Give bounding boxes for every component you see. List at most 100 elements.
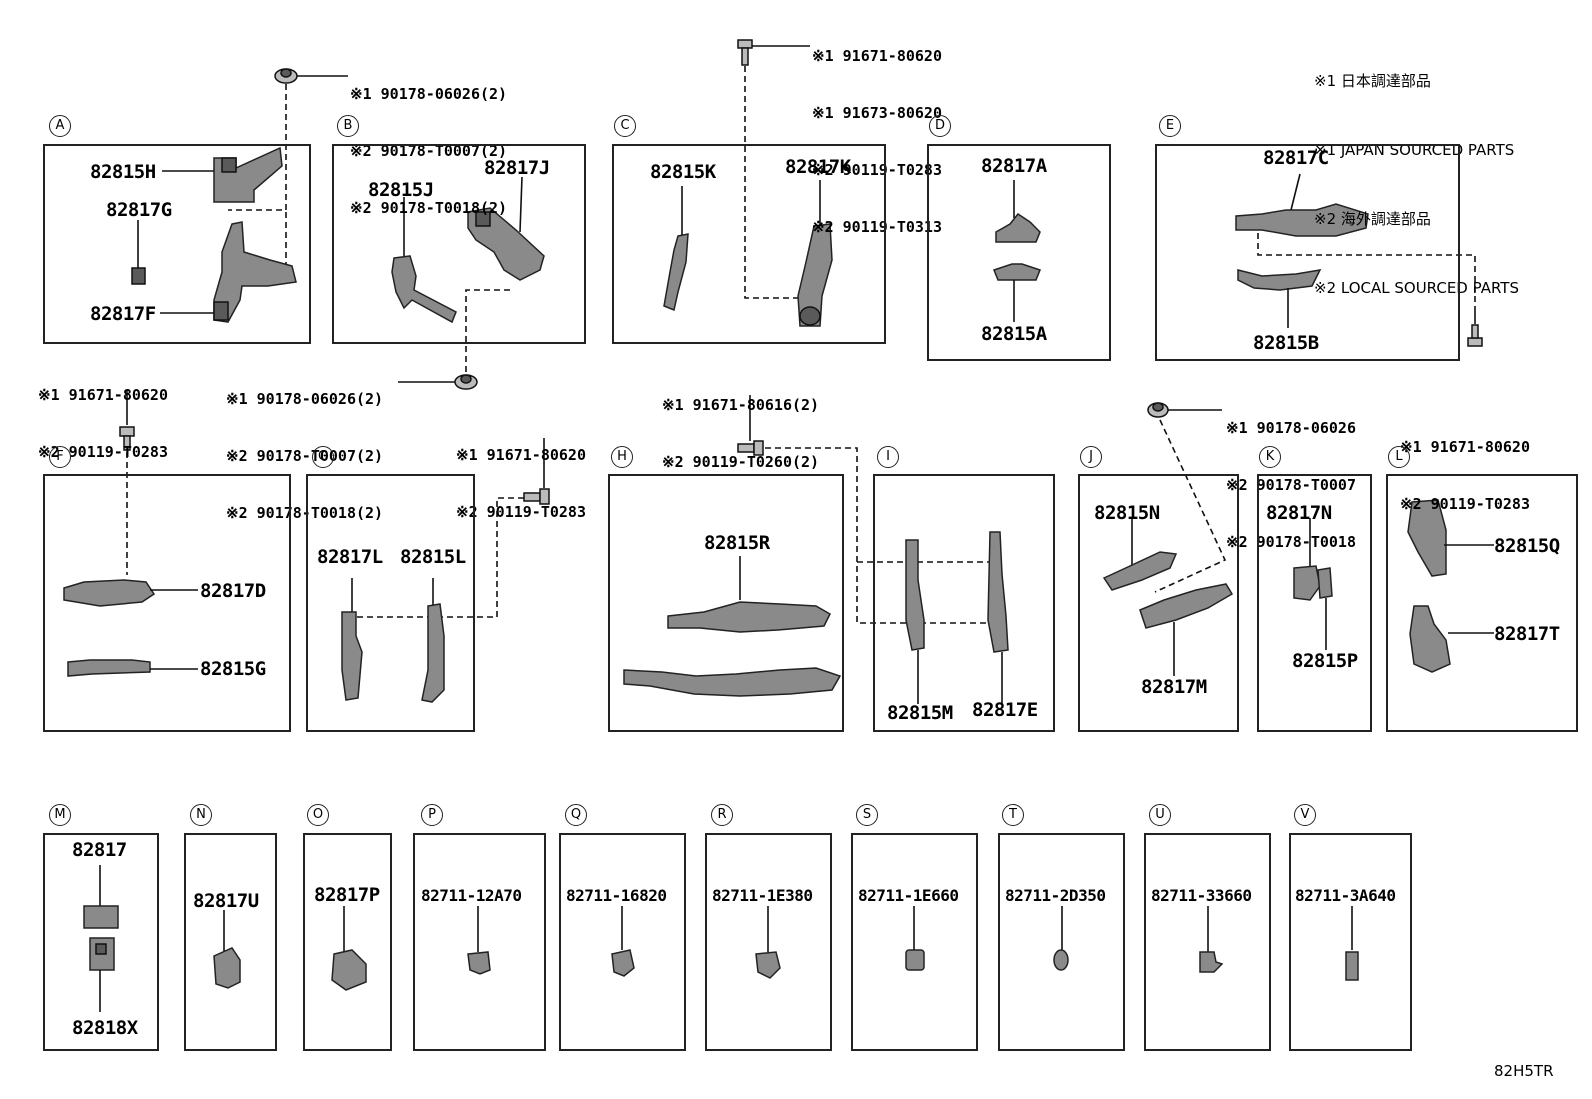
group-letter-i: I [877, 446, 899, 468]
part-number: 82817D [200, 580, 266, 602]
fastener-line: ※2 90178-T0018 [1226, 533, 1356, 551]
group-box-q [559, 833, 686, 1051]
group-letter-k: K [1259, 446, 1281, 468]
fastener-callout-bolt-h: ※1 91671-80616(2) ※2 90119-T0260(2) [662, 358, 819, 510]
fastener-line: ※1 90178-06026 [1226, 419, 1356, 437]
part-number: 82817F [90, 303, 156, 325]
group-letter-u: U [1149, 804, 1171, 826]
group-letter-e: E [1159, 115, 1181, 137]
legend: ※1 日本調達部品 ※1 JAPAN SOURCED PARTS ※2 海外調達… [1314, 24, 1519, 346]
fastener-callout-clip-j: ※1 90178-06026 ※2 90178-T0007 ※2 90178-T… [1226, 381, 1356, 590]
part-number: 82817K [785, 156, 851, 178]
part-number: 82815R [704, 532, 770, 554]
group-letter-l: L [1388, 446, 1410, 468]
group-box-n [184, 833, 277, 1051]
group-letter-g: G [312, 446, 334, 468]
group-letter-h: H [611, 446, 633, 468]
group-box-k [1257, 474, 1372, 732]
part-number: 82815J [368, 179, 434, 201]
diagram-code: 82H5TR [1494, 1062, 1554, 1080]
part-number: 82711-1E660 [858, 886, 959, 905]
group-letter-o: O [307, 804, 329, 826]
part-number: 82817M [1141, 676, 1207, 698]
part-number: 82815P [1292, 650, 1358, 672]
legend-line: ※2 海外調達部品 [1314, 210, 1431, 228]
part-number: 82815B [1253, 332, 1319, 354]
part-number: 82818X [72, 1017, 138, 1039]
fastener-line: ※2 90178-T0018(2) [226, 504, 384, 522]
fastener-line: ※1 90178-06026(2) [226, 390, 384, 408]
group-letter-d: D [929, 115, 951, 137]
fastener-line: ※1 91671-80620 [812, 47, 942, 65]
clip-icon-b [454, 374, 478, 390]
group-box-i [873, 474, 1055, 732]
group-letter-q: Q [565, 804, 587, 826]
group-letter-t: T [1002, 804, 1024, 826]
group-letter-c: C [614, 115, 636, 137]
group-letter-n: N [190, 804, 212, 826]
group-box-c [612, 144, 886, 344]
fastener-line: ※1 91671-80620 [456, 446, 586, 464]
group-letter-s: S [856, 804, 878, 826]
fastener-line: ※1 91671-80616(2) [662, 396, 820, 414]
fastener-callout-bolt-f: ※1 91671-80620 ※2 90119-T0283 [38, 348, 168, 500]
bolt-icon-f [119, 426, 135, 451]
group-box-s [851, 833, 978, 1051]
group-box-v [1289, 833, 1412, 1051]
group-letter-m: M [49, 804, 71, 826]
part-number: 82815M [887, 702, 953, 724]
group-box-e [1155, 144, 1460, 361]
fastener-line: ※2 90119-T0283 [456, 503, 586, 521]
part-number: 82711-33660 [1151, 886, 1252, 905]
clip-icon-top-a [274, 68, 298, 84]
fastener-line: ※2 90119-T0260(2) [662, 453, 820, 471]
fastener-callout-bolt-g: ※1 91671-80620 ※2 90119-T0283 [456, 408, 586, 560]
part-number: 82815N [1094, 502, 1160, 524]
group-box-d [927, 144, 1111, 361]
group-letter-f: F [49, 446, 71, 468]
fastener-line: ※2 90119-T0283 [1400, 495, 1530, 513]
part-number: 82711-2D350 [1005, 886, 1106, 905]
group-box-l [1386, 474, 1578, 732]
part-number: 82817J [484, 157, 550, 179]
fastener-callout-clip-top-a: ※1 90178-06026(2) ※2 90178-T0007(2) ※2 9… [350, 47, 507, 256]
part-number: 82817N [1266, 502, 1332, 524]
group-box-p [413, 833, 546, 1051]
group-letter-v: V [1294, 804, 1316, 826]
part-number: 82711-1E380 [712, 886, 813, 905]
fastener-line: ※2 90178-T0018(2) [350, 199, 508, 217]
part-number: 82711-16820 [566, 886, 667, 905]
legend-line: ※1 日本調達部品 [1314, 72, 1431, 90]
fastener-line: ※2 90178-T0007(2) [350, 142, 508, 160]
part-number: 82817L [317, 546, 383, 568]
group-letter-a: A [49, 115, 71, 137]
group-box-g [306, 474, 475, 732]
part-number: 82815L [400, 546, 466, 568]
group-box-b [332, 144, 586, 344]
fastener-callout-bolt-e: ※1 91671-80620 ※2 90119-T0283 [1400, 400, 1530, 552]
group-box-o [303, 833, 392, 1051]
bolt-icon-g [523, 488, 550, 505]
fastener-callout-bolt-top-c: ※1 91671-80620 ※1 91673-80620 ※2 90119-T… [812, 9, 942, 275]
part-number: 82815G [200, 658, 266, 680]
fastener-line: ※2 90178-T0007(2) [226, 447, 384, 465]
part-number: 82815Q [1494, 535, 1560, 557]
fastener-line: ※1 90178-06026(2) [350, 85, 508, 103]
fastener-line: ※2 90178-T0007 [1226, 476, 1356, 494]
group-box-j [1078, 474, 1239, 732]
group-letter-j: J [1080, 446, 1102, 468]
group-box-a [43, 144, 311, 344]
group-box-h [608, 474, 844, 732]
fastener-line: ※2 90119-T0283 [812, 161, 942, 179]
group-letter-r: R [711, 804, 733, 826]
group-letter-p: P [421, 804, 443, 826]
clip-icon-j [1147, 402, 1169, 418]
part-number: 82817 [72, 839, 127, 861]
part-number: 82817A [981, 155, 1047, 177]
fastener-line: ※2 90119-T0313 [812, 218, 942, 236]
part-number: 82815A [981, 323, 1047, 345]
fastener-line: ※1 91673-80620 [812, 104, 942, 122]
group-box-u [1144, 833, 1271, 1051]
